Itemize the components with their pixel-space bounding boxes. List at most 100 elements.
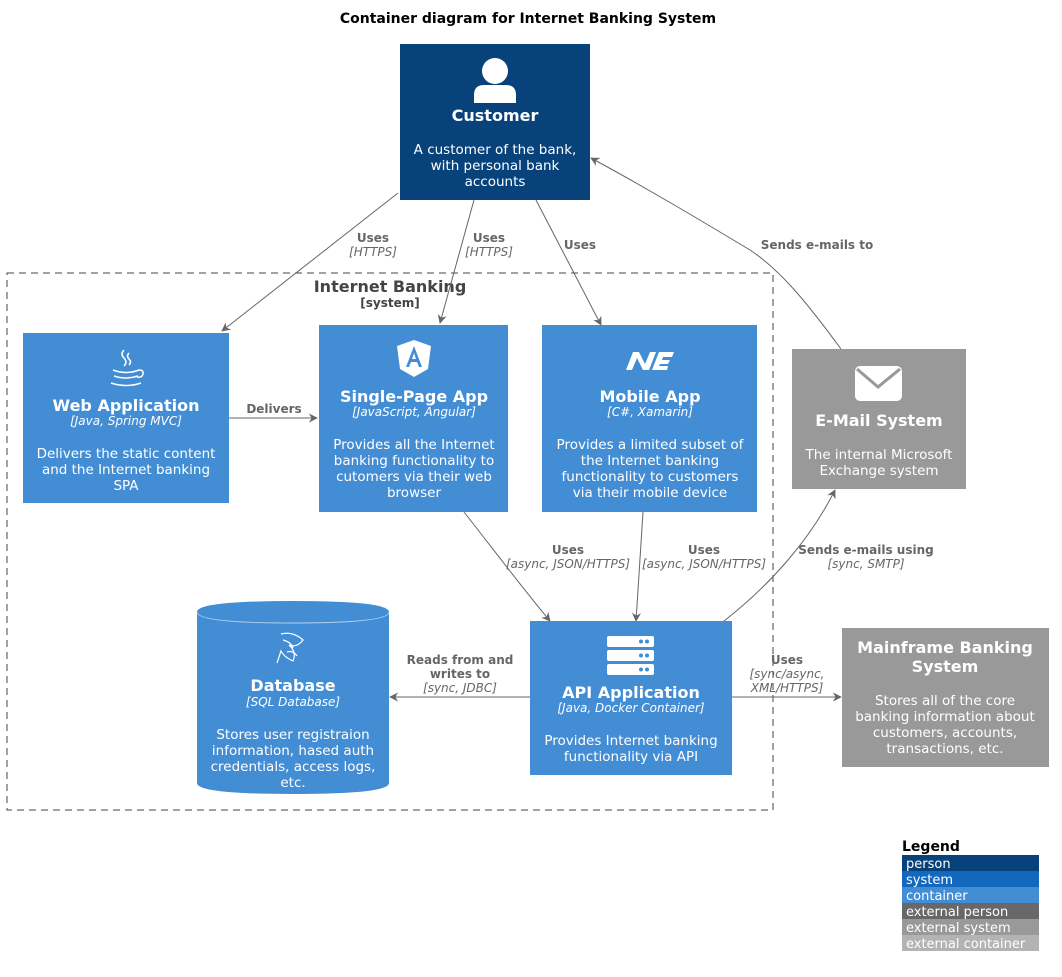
- legend-swatch-external-container: [902, 935, 1039, 951]
- customer-name: Customer: [452, 106, 539, 125]
- email-system-node[interactable]: E-Mail System The internal Microsoft Exc…: [792, 349, 966, 489]
- web-app-desc-3: SPA: [113, 478, 139, 494]
- mainframe-node[interactable]: Mainframe Banking System Stores all of t…: [842, 628, 1049, 767]
- edge-customer-spa: [437, 199, 475, 324]
- database-desc-4: etc.: [280, 775, 305, 791]
- internet-banking-boundary: Internet Banking [system]: [6, 272, 774, 811]
- edge-label-cust-web: Uses: [357, 231, 389, 245]
- database-desc-2: information, hased auth: [212, 743, 374, 759]
- customer-desc-3: accounts: [465, 174, 526, 190]
- edge-api-email: [723, 489, 836, 622]
- edge-customer-mobile: [535, 199, 602, 326]
- web-application-node[interactable]: Web Application [Java, Spring MVC] Deliv…: [23, 333, 229, 503]
- edge-customer-webapp: [221, 192, 399, 332]
- edge-label-api-db-1: Reads from and: [407, 653, 514, 667]
- edge-label-email-cust: Sends e-mails to: [761, 238, 873, 252]
- mainframe-desc-3: customers, accounts,: [873, 725, 1017, 741]
- edge-tech-spa-api: [async, JSON/HTTPS]: [506, 557, 630, 571]
- mobile-app-node[interactable]: Mobile App [C#, Xamarin] Provides a limi…: [542, 325, 757, 512]
- database-desc-1: Stores user registraion: [216, 727, 369, 743]
- web-app-desc-1: Delivers the static content: [37, 446, 216, 462]
- legend-item-system: system: [906, 873, 953, 888]
- server-icon: [607, 636, 654, 675]
- edge-tech-api-mainframe-1: [sync/async,: [749, 667, 824, 681]
- spa-desc-4: browser: [387, 485, 441, 501]
- boundary-type: [system]: [360, 296, 419, 310]
- single-page-app-node[interactable]: Single-Page App [JavaScript, Angular] Pr…: [319, 325, 508, 512]
- api-application-node[interactable]: API Application [Java, Docker Container]…: [530, 621, 732, 775]
- person-icon: [474, 58, 516, 103]
- legend-swatch-external-system: [902, 919, 1039, 935]
- spa-desc-1: Provides all the Internet: [333, 437, 494, 453]
- mainframe-desc-4: transactions, etc.: [886, 741, 1003, 757]
- edges: Uses [HTTPS] Uses [HTTPS] Uses Sends e-m…: [221, 157, 934, 702]
- edge-tech-api-email: [sync, SMTP]: [827, 557, 904, 571]
- legend-swatch-person: [902, 855, 1039, 871]
- edge-label-mobile-api: Uses: [688, 543, 720, 557]
- legend-title: Legend: [902, 839, 960, 855]
- spa-desc-2: banking functionality to: [334, 453, 494, 469]
- edge-label-cust-mobile: Uses: [564, 238, 596, 252]
- legend-swatch-system: [902, 871, 1039, 887]
- mobile-name: Mobile App: [599, 387, 700, 406]
- legend-item-external-system: external system: [906, 921, 1011, 936]
- dotnet-icon: [626, 352, 674, 370]
- email-desc-2: Exchange system: [819, 463, 938, 479]
- edge-label-spa-api: Uses: [552, 543, 584, 557]
- edge-tech-cust-web: [HTTPS]: [349, 245, 397, 259]
- mobile-desc-1: Provides a limited subset of: [557, 437, 745, 453]
- api-desc-1: Provides Internet banking: [544, 733, 717, 749]
- api-tech: [Java, Docker Container]: [557, 701, 705, 715]
- api-desc-2: functionality via API: [564, 749, 698, 765]
- boundary-title: Internet Banking: [314, 277, 467, 296]
- edge-label-web-spa: Delivers: [246, 402, 301, 416]
- edge-mobile-api: [632, 511, 644, 622]
- database-tech: [SQL Database]: [246, 695, 341, 709]
- customer-desc-2: with personal bank: [431, 158, 560, 174]
- edge-label-cust-spa: Uses: [473, 231, 505, 245]
- envelope-icon: [855, 366, 902, 401]
- spa-desc-3: cutomers via their web: [336, 469, 492, 485]
- customer-node[interactable]: Customer A customer of the bank, with pe…: [400, 44, 590, 200]
- api-name: API Application: [562, 683, 700, 702]
- edge-label-api-email: Sends e-mails using: [798, 543, 933, 557]
- mainframe-name-1: Mainframe Banking: [857, 638, 1033, 657]
- edge-label-api-mainframe: Uses: [771, 653, 803, 667]
- edge-email-customer: [590, 157, 842, 350]
- database-name: Database: [250, 676, 335, 695]
- legend-swatch-container: [902, 887, 1039, 903]
- legend-item-person: person: [906, 857, 951, 872]
- email-desc-1: The internal Microsoft: [805, 447, 953, 463]
- edge-tech-api-db: [sync, JDBC]: [423, 681, 497, 695]
- angular-icon: [397, 340, 431, 377]
- legend-item-external-person: external person: [906, 905, 1008, 920]
- mainframe-desc-2: banking information about: [855, 709, 1035, 725]
- web-app-tech: [Java, Spring MVC]: [70, 414, 182, 428]
- mainframe-name-2: System: [912, 657, 979, 676]
- legend-swatch-external-person: [902, 903, 1039, 919]
- email-name: E-Mail System: [815, 411, 942, 430]
- edge-label-api-db-2: writes to: [430, 667, 490, 681]
- edge-spa-api: [463, 511, 551, 622]
- database-desc-3: credentials, access logs,: [211, 759, 376, 775]
- mobile-tech: [C#, Xamarin]: [607, 405, 693, 419]
- edge-tech-api-mainframe-2: XML/HTTPS]: [750, 681, 824, 695]
- legend: Legend person system container external …: [902, 839, 1039, 952]
- diagram-title: Container diagram for Internet Banking S…: [340, 11, 716, 27]
- edge-tech-cust-spa: [HTTPS]: [465, 245, 513, 259]
- legend-item-container: container: [906, 889, 968, 904]
- spa-tech: [JavaScript, Angular]: [352, 405, 476, 419]
- mobile-desc-4: via their mobile device: [573, 485, 727, 501]
- sql-server-icon: [276, 632, 304, 664]
- mobile-desc-2: the Internet banking: [581, 453, 719, 469]
- spa-name: Single-Page App: [340, 387, 488, 406]
- mainframe-desc-1: Stores all of the core: [875, 693, 1015, 709]
- legend-item-external-container: external container: [906, 937, 1026, 952]
- edge-tech-mobile-api: [async, JSON/HTTPS]: [642, 557, 766, 571]
- mobile-desc-3: functionality to customers: [562, 469, 739, 485]
- database-node[interactable]: Database [SQL Database] Stores user regi…: [196, 601, 390, 794]
- web-app-desc-2: and the Internet banking: [42, 462, 210, 478]
- customer-desc-1: A customer of the bank,: [414, 142, 577, 158]
- java-icon: [110, 349, 144, 387]
